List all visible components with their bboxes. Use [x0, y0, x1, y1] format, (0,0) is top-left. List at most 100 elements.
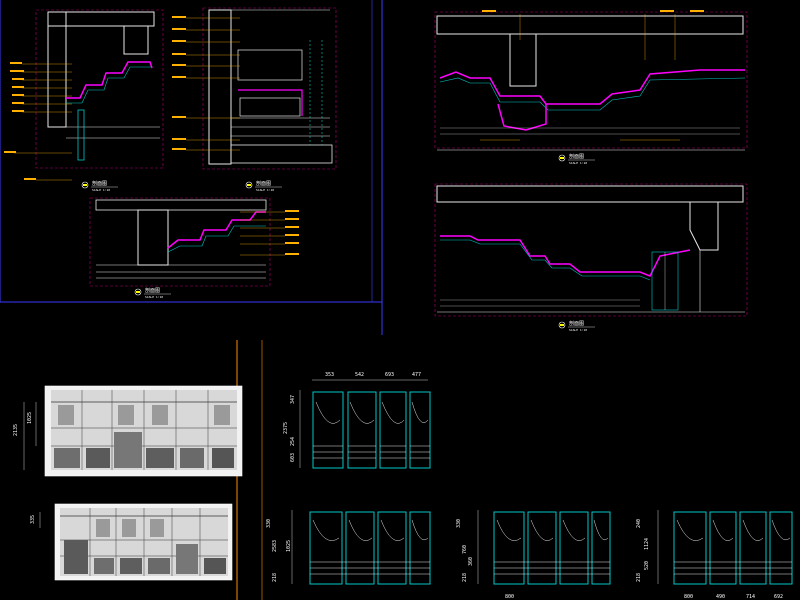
- section-title-block: 剖面图 SCALE 1:10: [558, 320, 595, 332]
- dim-height: 2583: [272, 540, 278, 552]
- finish-profile: [238, 89, 303, 116]
- dim-height: 360: [468, 557, 474, 566]
- section-title: 剖面图: [92, 180, 107, 187]
- cabinet-upper: [237, 49, 303, 81]
- wall-column: [208, 9, 232, 165]
- ceiling-profile: [439, 69, 745, 105]
- section-scale: SCALE 1:10: [92, 188, 110, 192]
- dim-height: 218: [272, 573, 278, 582]
- dim-width: 692: [774, 594, 783, 600]
- section-scale: SCALE 1:10: [145, 295, 163, 299]
- sheet-border: [434, 11, 748, 149]
- dimension-row: [440, 127, 740, 135]
- wardrobe-render-upper: [44, 385, 243, 477]
- ceiling-profile-inner: [167, 225, 266, 253]
- ceiling-profile: [167, 211, 266, 249]
- section-c: 剖面图 SCALE 1:10: [89, 197, 299, 299]
- garment-icon: [58, 405, 74, 425]
- section-title: 剖面图: [569, 153, 584, 160]
- garment-icon: [122, 519, 136, 537]
- garment-icon: [150, 519, 164, 537]
- section-a: 剖面图 SCALE 1:10: [4, 9, 164, 192]
- section-scale: SCALE 1:10: [256, 188, 274, 192]
- wardrobe-unit-1: 330 2583 1025 218: [266, 510, 431, 585]
- dim-height: 603: [290, 453, 296, 462]
- ceiling-slab: [47, 11, 155, 27]
- beam: [509, 33, 537, 87]
- garment-icon: [118, 405, 134, 425]
- wardrobe-panel: [409, 391, 431, 469]
- section-b: 剖面图 SCALE 1:10: [172, 7, 337, 192]
- beam: [689, 201, 719, 251]
- section-marker-icon: [558, 154, 566, 162]
- wall-column: [47, 11, 67, 128]
- sheet-border: [35, 9, 164, 169]
- annotation-leaders: [172, 16, 240, 151]
- dim-width: 477: [412, 372, 421, 378]
- section-marker-icon: [558, 321, 566, 329]
- wall-finish: [77, 109, 85, 161]
- garment-icon: [96, 519, 110, 537]
- ceiling-profile: [66, 61, 153, 99]
- dim-height: 330: [266, 519, 272, 528]
- render-dimensions: 2135 1025 335: [13, 402, 41, 528]
- beam: [123, 25, 149, 55]
- wardrobe-elevation-top: 353 542 693 477 347 2375 254 603: [283, 372, 431, 469]
- ceiling-profile-inner: [439, 77, 746, 111]
- dim-overall-height: 2135: [13, 424, 19, 436]
- section-scale: SCALE 1:10: [569, 161, 587, 165]
- annotation-leaders: [480, 10, 704, 141]
- curved-soffit: [497, 103, 547, 131]
- wardrobe-unit-3: 240 1124 520 218 800 490 714 692: [636, 510, 793, 600]
- wardrobe-panel: [379, 391, 407, 469]
- wardrobe-panel: [312, 391, 344, 469]
- dim-width: 800: [684, 594, 693, 600]
- wardrobe-render-lower: [54, 503, 233, 581]
- section-title-block: 剖面图 SCALE 1:10: [134, 287, 171, 299]
- dim-upper: 1025: [27, 412, 33, 424]
- dim-width: 714: [746, 594, 755, 600]
- dim-width: 542: [355, 372, 364, 378]
- dim-width: 800: [505, 594, 514, 600]
- dimension-row: [440, 299, 640, 307]
- ceiling-slab: [436, 15, 744, 35]
- dim-height: 218: [462, 573, 468, 582]
- dim-height: 240: [636, 519, 642, 528]
- ceiling-slab: [436, 185, 744, 203]
- section-marker-icon: [245, 181, 253, 189]
- dim-height: 330: [456, 519, 462, 528]
- sheet-border: [434, 183, 748, 317]
- section-title: 剖面图: [256, 180, 271, 187]
- dim-lower-height: 335: [30, 515, 36, 524]
- cabinet-lower: [239, 97, 301, 117]
- garment-icon: [152, 405, 168, 425]
- annotation-leaders: [4, 62, 72, 181]
- beam: [137, 209, 169, 266]
- ceiling-profile-inner: [66, 66, 152, 104]
- dim-height: 520: [644, 561, 650, 570]
- ceiling-profile: [440, 235, 691, 277]
- section-title-block: 剖面图 SCALE 1:10: [558, 153, 595, 165]
- dim-height: 347: [290, 395, 296, 404]
- annotation-leaders: [240, 210, 299, 256]
- dim-height: 1124: [644, 538, 650, 550]
- section-title: 剖面图: [569, 320, 584, 327]
- ceiling-profile-inner: [440, 239, 651, 281]
- dim-height: 254: [290, 437, 296, 446]
- sheet-border: [89, 197, 271, 287]
- dim-height: 218: [636, 573, 642, 582]
- ceiling-slab: [95, 199, 267, 211]
- section-title: 剖面图: [145, 287, 160, 294]
- section-marker-icon: [81, 181, 89, 189]
- sheet-border: [202, 7, 337, 170]
- dim-height: 1025: [286, 540, 292, 552]
- section-d: 剖面图 SCALE 1:10 剖面图 SCALE 1:10: [434, 10, 748, 332]
- section-scale: SCALE 1:10: [569, 328, 587, 332]
- section-marker-icon: [134, 288, 142, 296]
- dim-height: 760: [462, 545, 468, 554]
- dim-width: 490: [716, 594, 725, 600]
- dim-height: 2375: [283, 422, 289, 434]
- dim-width: 693: [385, 372, 394, 378]
- wardrobe-unit-2: 330 760 360 218 800: [456, 510, 611, 600]
